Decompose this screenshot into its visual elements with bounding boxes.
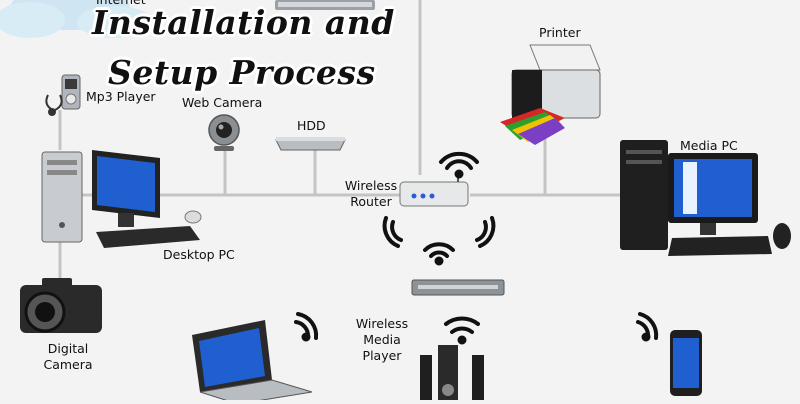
web-camera-icon — [208, 114, 240, 151]
printer-icon — [500, 44, 601, 145]
digital-camera-label: Digital Camera — [30, 341, 106, 373]
internet-label: Internet — [96, 0, 146, 8]
camera-label-line-1: Digital — [47, 341, 89, 356]
title-line-2: Setup Process — [108, 53, 376, 92]
mp3-player-icon — [45, 74, 81, 116]
media-pc-label: Media PC — [680, 138, 738, 153]
internet-modem-icon — [275, 0, 375, 10]
hdd-label: HDD — [297, 118, 326, 133]
web-camera-label: Web Camera — [182, 95, 263, 110]
wireless-router-icon — [399, 170, 469, 207]
camera-label-line-2: Camera — [43, 357, 93, 372]
router-label: Wireless Router — [338, 178, 404, 210]
hdd-icon — [275, 137, 346, 151]
desktop-pc-icon — [41, 150, 202, 248]
printer-label: Printer — [539, 25, 581, 40]
digital-camera-icon — [20, 278, 102, 333]
media-player-label-line-3: Player — [362, 348, 402, 363]
media-player-device-icon — [411, 279, 505, 400]
media-pc-icon — [620, 140, 791, 256]
desktop-pc-label: Desktop PC — [163, 247, 235, 262]
router-label-line-1: Wireless — [344, 178, 398, 193]
media-player-label: Wireless Media Player — [346, 316, 418, 364]
wifi-signal-icons — [294, 151, 659, 345]
laptop-icon — [192, 320, 313, 404]
media-player-label-line-1: Wireless — [355, 316, 409, 331]
media-player-label-line-2: Media — [363, 332, 401, 347]
smartphone-icon — [670, 330, 702, 396]
title-line-1: Installation and — [92, 3, 395, 42]
router-label-line-2: Router — [350, 194, 392, 209]
mp3-player-label: Mp3 Player — [86, 89, 156, 104]
internet-cloud-icon — [0, 0, 153, 38]
